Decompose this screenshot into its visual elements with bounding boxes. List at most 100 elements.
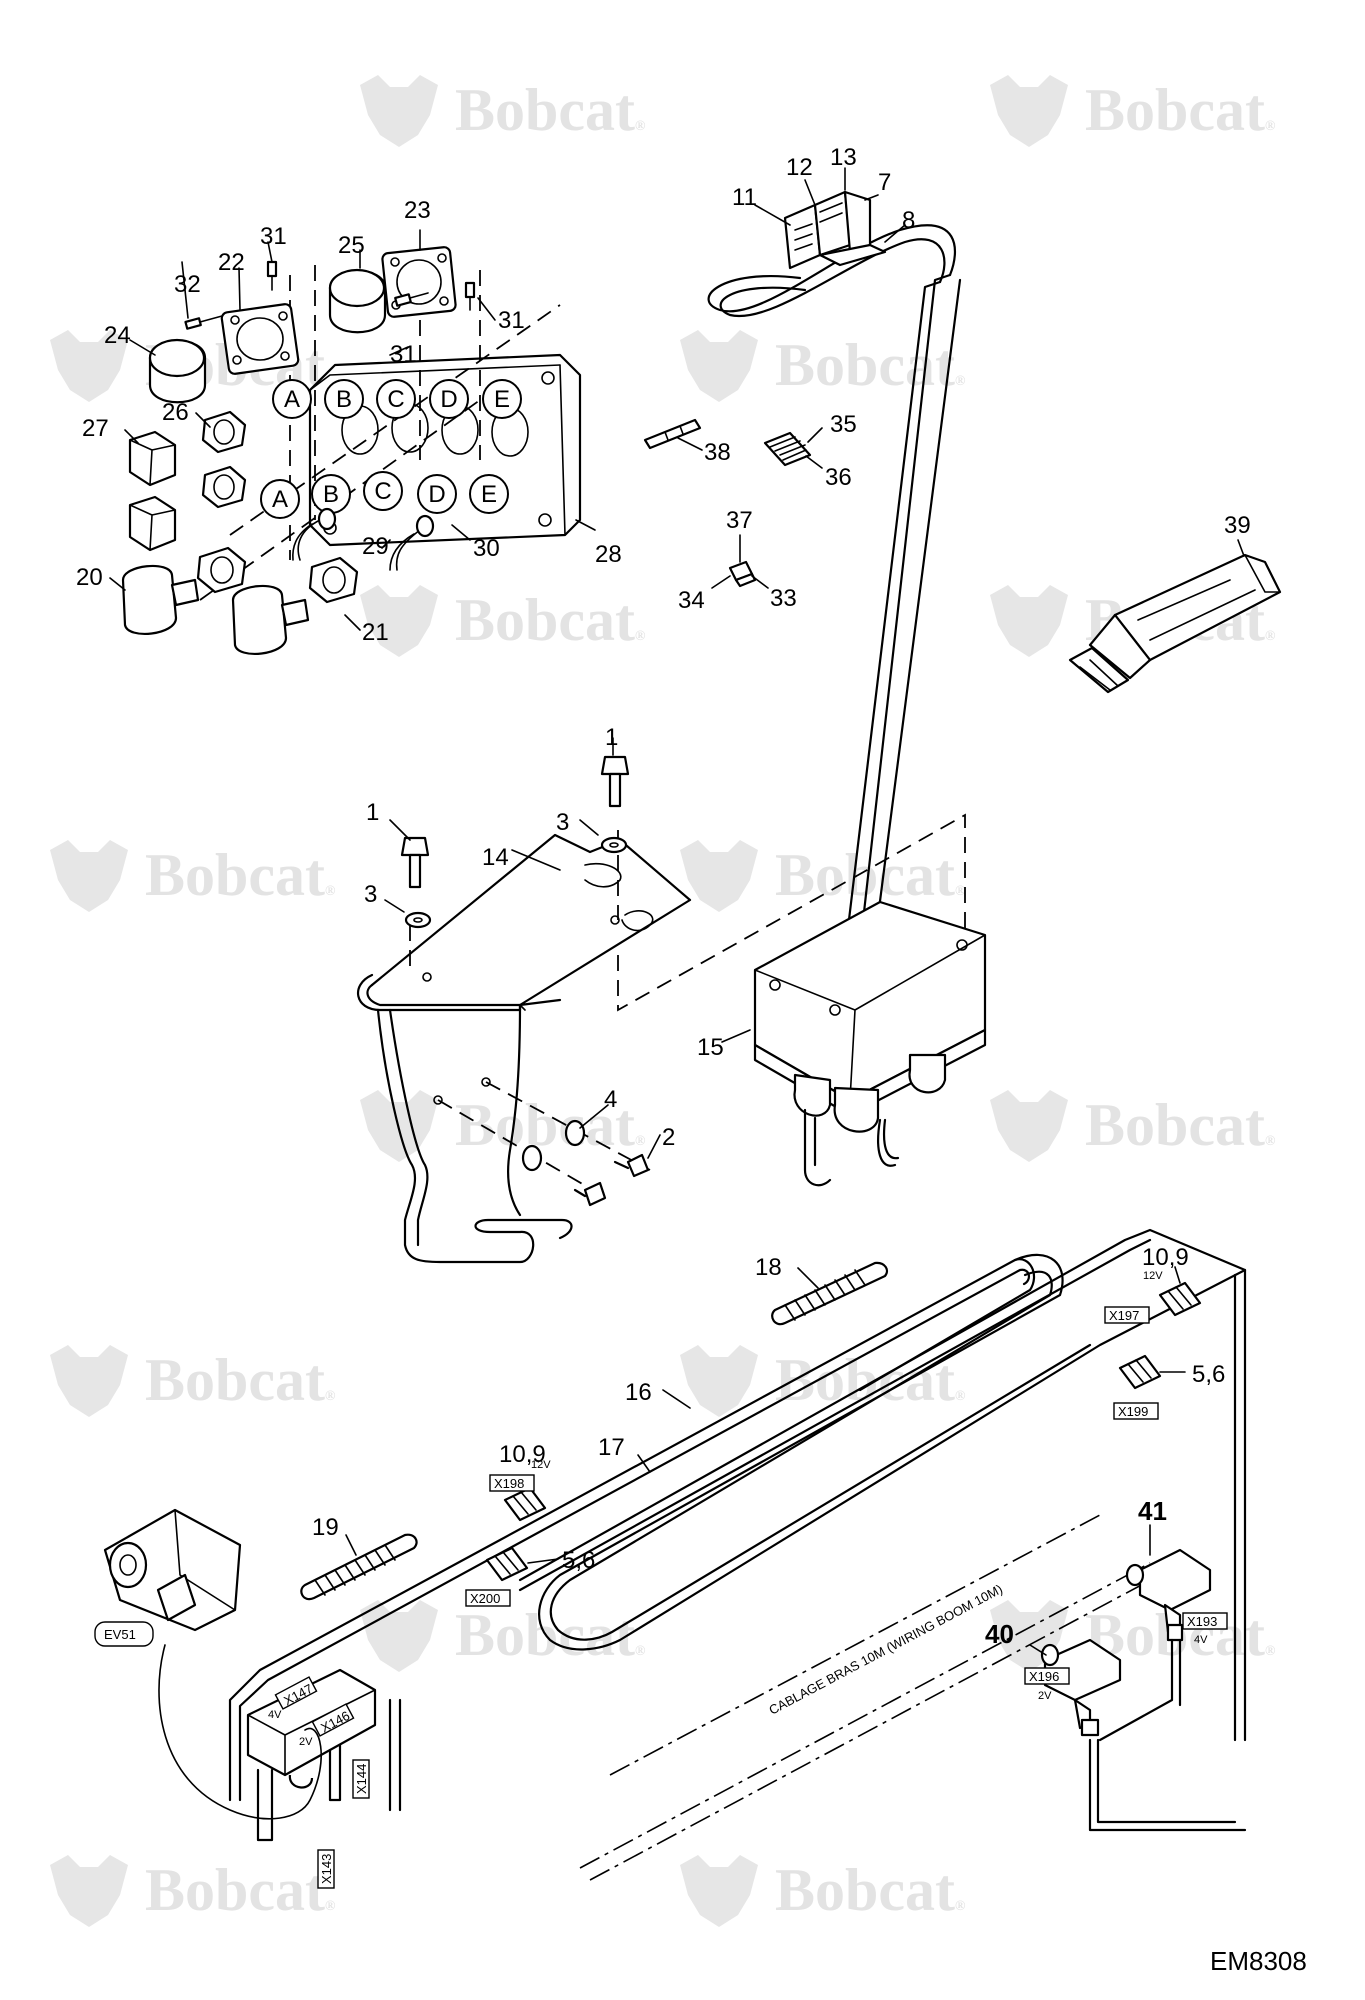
callout: 18 [755,1254,782,1281]
connector-label: X200 [470,1591,500,1606]
watermark: Bobcat® [990,1600,1276,1672]
switch-letter-c: C [387,386,404,413]
callout: 30 [473,535,500,562]
bolt-1b [600,755,630,808]
watermark: Bobcat® [680,1855,966,1927]
washer-3a [404,911,432,929]
junction-box-x146 [246,1668,377,1842]
callout: 37 [726,507,753,534]
connector-8 [818,243,887,267]
bobcat-logo-icon [50,1345,128,1417]
callout: 22 [218,249,245,276]
watermark: Bobcat® [680,840,966,912]
callout: 3 [364,881,377,908]
bobcat-logo-icon [360,1600,438,1672]
callout: 23 [404,197,431,224]
svg-text:Bobcat®: Bobcat® [455,587,646,653]
callout: 32 [174,271,201,298]
washer-4a [564,1119,586,1147]
svg-text:Bobcat®: Bobcat® [145,1347,336,1413]
bobcat-logo-icon [50,840,128,912]
voltage-label: 2V [1038,1690,1052,1702]
watermark: Bobcat® [360,75,646,147]
callout: 5,6 [562,1547,595,1574]
switch-letter-e: E [481,481,497,508]
figure-reference: EM8308 [1210,1946,1307,1976]
callout: 25 [338,232,365,259]
switch-letter-d: D [440,386,457,413]
callout: 16 [625,1379,652,1406]
leader-lines [109,167,1245,1656]
callout: 39 [1224,512,1251,539]
control-handle-assembly [707,190,962,942]
callout: 7 [878,169,891,196]
limit-switch-41 [1098,1548,1212,1742]
bolt-2a [613,1153,650,1178]
screw-32 [184,315,223,330]
callout: 34 [678,587,705,614]
cap-27b [128,495,177,552]
boom-label: CABLAGE BRAS 10M (WIRING BOOM 10M) [766,1581,1005,1717]
callout: 35 [830,411,857,438]
nut-21 [308,556,359,604]
svg-text:Bobcat®: Bobcat® [775,332,966,398]
svg-text:Bobcat®: Bobcat® [1085,1092,1276,1158]
knob-25 [328,268,387,334]
voltage-label: 12V [1143,1270,1163,1282]
limit-switch-40 [1040,1638,1247,1832]
switch-letters-bottom: A B C D E [260,471,509,519]
callout: 38 [704,439,731,466]
connector-block-x199 [1118,1354,1162,1390]
voltage-label: 2V [299,1736,313,1748]
bobcat-logo-icon [680,330,758,402]
callout: 31 [498,307,525,334]
watermark: Bobcat® [360,585,646,657]
callout: 12 [786,154,813,181]
bobcat-logo-icon [360,75,438,147]
connector-label: X197 [1109,1308,1139,1323]
watermark: Bobcat® [990,75,1276,147]
washer-4b [521,1144,543,1172]
switch-letter-a: A [272,486,288,513]
switch-letter-a: A [284,386,300,413]
flange-23 [381,246,457,318]
callout: 11 [732,184,757,211]
switch-letter-d: D [428,481,445,508]
callout: 33 [770,585,797,612]
screw-31 [394,292,429,307]
switch-letter-b: B [336,386,352,413]
callout: 27 [82,415,109,442]
callout: 31 [390,341,417,368]
bolt-2b [573,1181,607,1207]
bobcat-logo-icon [50,1855,128,1927]
callout: 24 [104,322,131,349]
watermark: Bobcat® [990,1090,1276,1162]
callout: 21 [362,619,389,646]
watermark: Bobcat® [50,840,336,912]
callout: 14 [482,844,509,871]
connector-label: X198 [494,1476,524,1491]
callout: 2 [662,1124,675,1151]
screw-31 [464,281,476,311]
bobcat-logo-icon [680,840,758,912]
switch-box-assembly: A B C D E A B C D E [121,246,582,655]
callout: 4 [604,1086,617,1113]
watermark: Bobcat® [680,1345,966,1417]
svg-text:Bobcat®: Bobcat® [145,842,336,908]
control-box-15 [753,900,987,1187]
svg-text:Bobcat®: Bobcat® [775,1857,966,1923]
bobcat-logo-icon [50,330,128,402]
connector-label: X144 [354,1764,369,1794]
connector-label: X196 [1029,1669,1059,1684]
connector-label: X199 [1118,1404,1148,1419]
harness-16-17 [228,1228,1247,1812]
switch-letters-top: A B C D E [272,379,522,419]
voltage-label: 12V [531,1459,551,1471]
callout: 29 [362,533,389,560]
knob-24 [148,338,207,404]
cap-27 [128,430,177,487]
switch-letter-c: C [374,478,391,505]
callout: 5,6 [1192,1361,1225,1388]
callout: 26 [162,399,189,426]
